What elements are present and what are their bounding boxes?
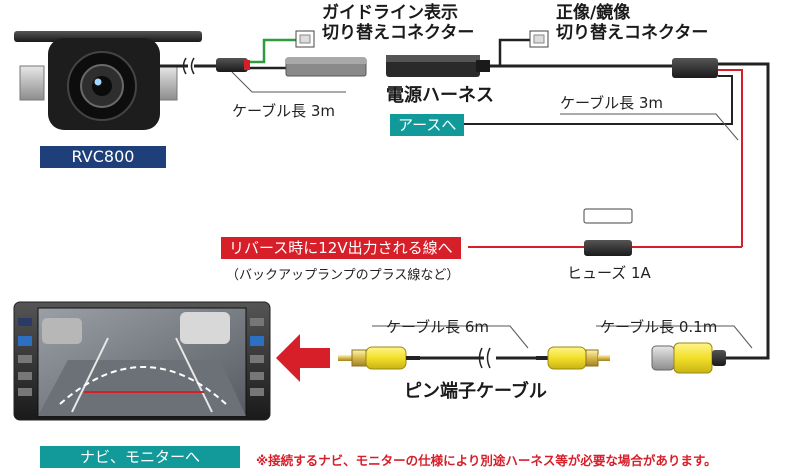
- guideline-connector-label-2: 切り替えコネクター: [322, 23, 475, 43]
- fuse-icon: [584, 240, 632, 256]
- mirror-connector-label-1: 正像/鏡像: [556, 3, 631, 23]
- rca-female-connector-icon: [651, 342, 726, 374]
- ground-tag: アースへ: [390, 114, 465, 136]
- rear-camera-icon: [14, 31, 202, 130]
- navi-monitor-tag: ナビ、モニターへ: [40, 446, 240, 468]
- fuse-cap-icon: [583, 208, 633, 224]
- pin-cable-length: ケーブル長 6m: [386, 318, 490, 336]
- camera-plug: [216, 58, 248, 72]
- reverse-wire-note: （バックアップランプのプラス線など）: [226, 268, 460, 283]
- mirror-connector-label-2: 切り替えコネクター: [556, 23, 709, 43]
- footnote: ※接続するナビ、モニターの仕様により別途ハーネス等が必要な場合があります。: [256, 453, 717, 468]
- fuse-label: ヒューズ 1A: [567, 264, 651, 282]
- power-harness-icon: [386, 55, 490, 77]
- guideline-connector-label-1: ガイドライン表示: [322, 3, 458, 23]
- short-cable-length: ケーブル長 0.1m: [600, 318, 718, 336]
- harness-connector-icon: [285, 57, 367, 77]
- mirror-connector-icon: [529, 30, 549, 48]
- camera-model-tag: RVC800: [40, 146, 166, 168]
- rca-male-plug-icon: [536, 346, 610, 370]
- camera-cable-length: ケーブル長 3m: [232, 102, 336, 120]
- harness-cable-length: ケーブル長 3m: [560, 94, 664, 112]
- red-left-arrow-icon: [276, 334, 330, 382]
- car-navi-monitor-icon: [13, 301, 271, 421]
- reverse-wire-tag: リバース時に12V出力される線へ: [221, 237, 461, 259]
- power-harness-label: 電源ハーネス: [386, 85, 494, 106]
- guideline-connector-icon: [295, 30, 315, 48]
- pin-cable-label: ピン端子ケーブル: [404, 381, 547, 402]
- junction-block: [672, 58, 718, 78]
- rca-left-plug-icon: [338, 346, 420, 370]
